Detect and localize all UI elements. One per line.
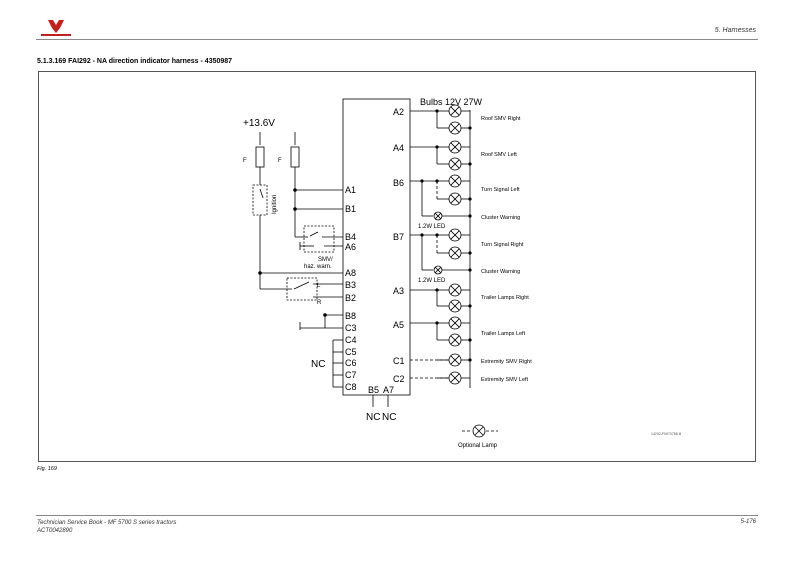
lamp-label: Turn Signal Left <box>481 187 520 193</box>
bulb-icon <box>437 371 470 385</box>
bulb-icon <box>437 333 470 347</box>
fuse-2 <box>290 146 300 168</box>
lamp-label: Cluster Warning <box>481 269 520 275</box>
bulb-icon <box>437 283 470 297</box>
figure-frame <box>38 71 756 462</box>
pin-label: C3 <box>345 323 357 333</box>
bulb-icon <box>433 265 470 275</box>
figure-label: Fig. 169 <box>37 466 57 472</box>
switch-label-line1: SMV/ <box>318 257 333 263</box>
pin-label: C8 <box>345 382 357 392</box>
bulb-icon <box>437 121 470 135</box>
bulb-icon <box>437 140 470 154</box>
header-divider <box>36 39 758 40</box>
lamp-label: Trailer Lamps Right <box>481 295 529 301</box>
switch-label-line2: haz. warn. <box>304 264 332 270</box>
bulb-icon <box>437 316 470 330</box>
bulb-icon <box>437 157 470 171</box>
footer-left: Technician Service Book - MF 5700 S seri… <box>37 519 176 535</box>
pin-label: A3 <box>393 286 404 296</box>
supply-label: +13.6V <box>243 118 275 129</box>
pin-label: A2 <box>393 107 404 117</box>
pin-label: A7 <box>383 385 394 395</box>
bulb-icon <box>437 353 470 367</box>
dir-r-label: R <box>317 300 322 306</box>
pin-label: A8 <box>345 268 356 278</box>
bulb-icon <box>437 246 470 260</box>
bulbs-header: Bulbs 12V 27W <box>420 97 483 107</box>
bulb-icon <box>437 104 470 118</box>
pin-label: C2 <box>393 374 405 384</box>
footer-divider <box>36 515 758 516</box>
lamp-label: Cluster Warning <box>481 215 520 221</box>
led-2-label: 1.2W LED <box>418 278 446 284</box>
nc-bottom2-label: NC <box>382 412 396 423</box>
lamp-label: Trailer Lamps Left <box>481 331 526 337</box>
pin-label: C4 <box>345 335 357 345</box>
pin-label: B4 <box>345 232 356 242</box>
pin-label: A5 <box>393 320 404 330</box>
pin-label: A6 <box>345 242 356 252</box>
bulb-icon <box>437 228 470 242</box>
fuse-2-label: F <box>278 158 282 164</box>
ignition-label: Ignition <box>272 195 278 214</box>
header-section-name: 5. Harnesses <box>714 27 756 34</box>
footer-doc-number: ACT0042890 <box>37 528 73 534</box>
bulb-icon <box>433 211 470 221</box>
pin-label: B2 <box>345 293 356 303</box>
drawing-ref: 14202-F0670788-B <box>651 432 682 436</box>
pin-label: B7 <box>393 232 404 242</box>
footer-book-title: Technician Service Book - MF 5700 S seri… <box>37 520 177 526</box>
fuse-1 <box>255 146 265 168</box>
lamp-label: Turn Signal Right <box>481 242 524 248</box>
bulb-icon <box>437 299 470 313</box>
module-box <box>342 98 411 396</box>
footer-page-number: 5-176 <box>740 519 756 525</box>
lamp-label: Roof SMV Right <box>481 116 521 122</box>
pin-label: B5 <box>368 385 379 395</box>
nc-bottom1-label: NC <box>366 412 380 423</box>
pin-label: C6 <box>345 358 357 368</box>
optional-lamp-label: Optional Lamp <box>458 443 498 449</box>
pin-label: A4 <box>393 143 404 153</box>
pin-label: B6 <box>393 178 404 188</box>
pin-label: A1 <box>345 185 356 195</box>
pin-label: B8 <box>345 311 356 321</box>
page-title: 5.1.3.169 FAI292 - NA direction indicato… <box>37 58 233 65</box>
lamp-label: Extremity SMV Left <box>481 377 529 383</box>
pin-label: C1 <box>393 356 405 366</box>
fuse-1-label: F <box>243 158 247 164</box>
bulb-icon <box>437 192 470 206</box>
pin-label: B3 <box>345 280 356 290</box>
lamp-label: Roof SMV Left <box>481 152 517 158</box>
pin-label: C7 <box>345 370 357 380</box>
pin-label: B1 <box>345 204 356 214</box>
lamp-label: Extremity SMV Right <box>481 359 532 365</box>
brand-logo-icon <box>41 20 71 36</box>
nc-left-label: NC <box>311 359 325 370</box>
pin-label: C5 <box>345 347 357 357</box>
bulb-icon <box>437 174 470 188</box>
dir-l-label: L <box>317 283 321 289</box>
led-1-label: 1.2W LED <box>418 224 446 230</box>
